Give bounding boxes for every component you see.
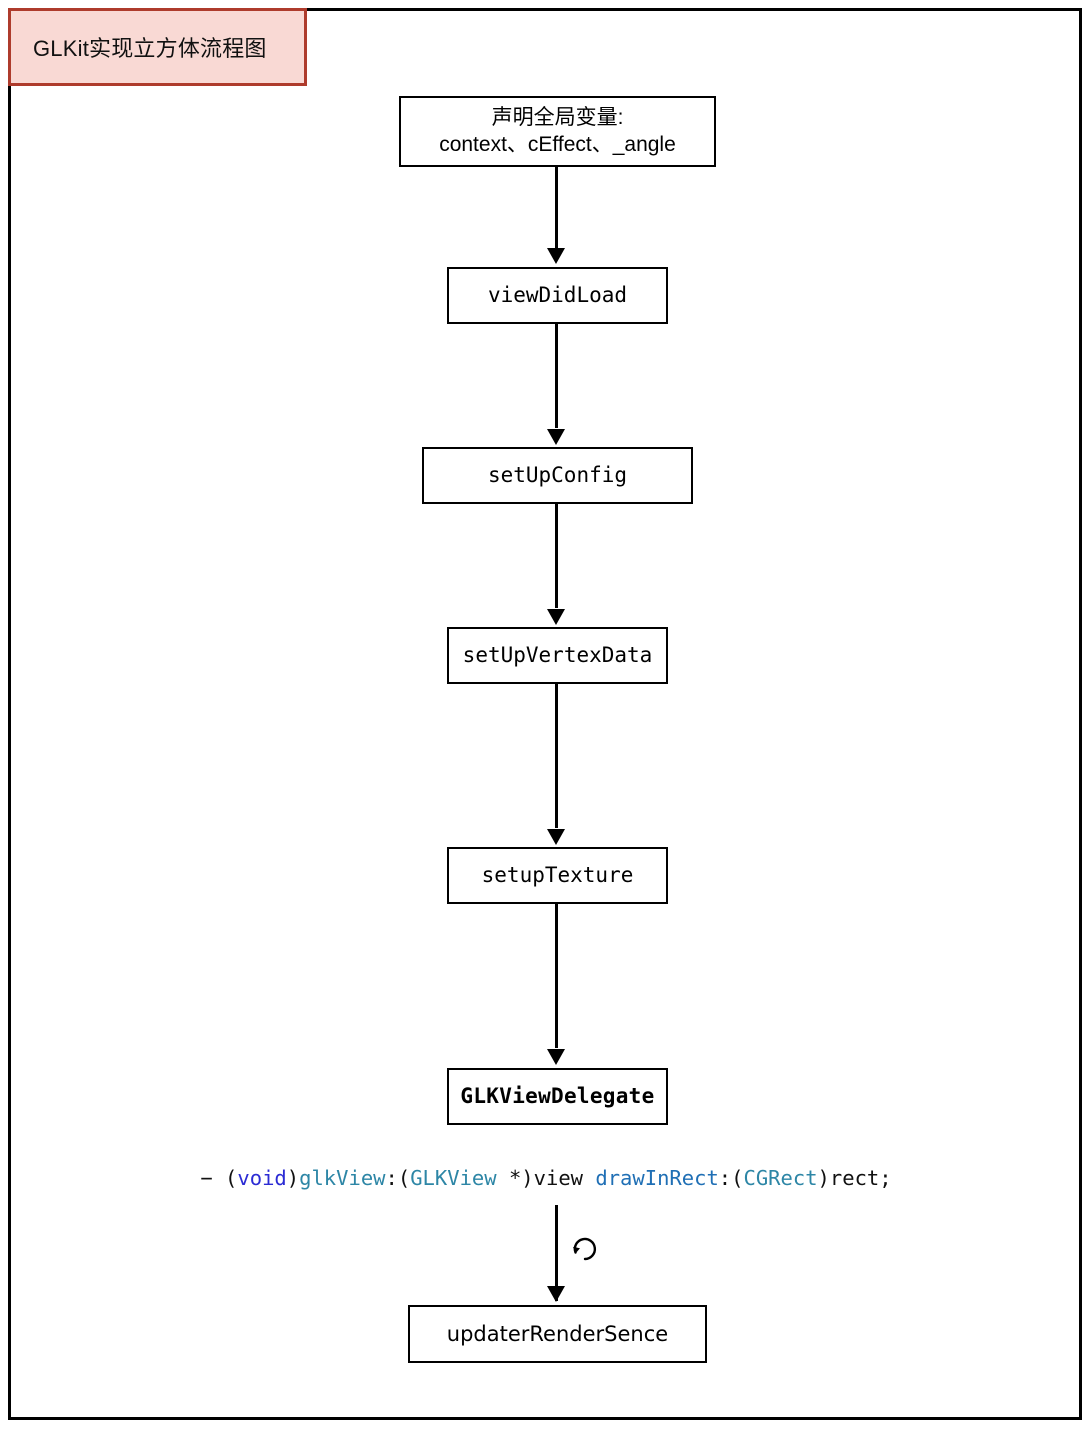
node-set-up-config-label: setUpConfig — [487, 463, 628, 488]
arrowhead-globals-to-viewdidload — [547, 248, 565, 264]
code-param-rect: rect; — [829, 1166, 892, 1190]
node-updater-render-sence-label: updaterRenderSence — [446, 1321, 669, 1346]
code-type-glkview: GLKView — [410, 1166, 497, 1190]
arrowhead-delegate-to-updaterendersence — [547, 1286, 565, 1302]
diagram-title-text: GLKit实现立方体流程图 — [33, 36, 267, 61]
arrowhead-setuptexture-to-glkviewdelegate — [547, 1049, 565, 1065]
connector-delegate-to-updaterendersence — [555, 1205, 558, 1301]
code-keyword-void: void — [237, 1166, 287, 1190]
connector-setupvertexdata-to-setuptexture — [555, 684, 558, 828]
code-open-paren-1: ( — [212, 1166, 238, 1190]
arrowhead-setupconfig-to-setupvertexdata — [547, 609, 565, 625]
node-set-up-vertex-data[interactable]: setUpVertexData — [447, 627, 668, 684]
code-selector-glkview: glkView — [299, 1166, 386, 1190]
node-view-did-load[interactable]: viewDidLoad — [447, 267, 668, 324]
node-updater-render-sence[interactable]: updaterRenderSence — [408, 1305, 707, 1363]
diagram-outer-frame — [8, 8, 1082, 1420]
node-view-did-load-label: viewDidLoad — [487, 283, 628, 308]
node-setup-texture[interactable]: setupTexture — [447, 847, 668, 904]
code-selector-drawinrect: drawInRect — [595, 1166, 719, 1190]
code-param-view: view — [533, 1166, 584, 1190]
node-set-up-vertex-data-label: setUpVertexData — [462, 643, 653, 668]
method-signature-code: − (void)glkView:(GLKView *)view drawInRe… — [0, 1166, 1092, 1190]
code-colon-2: :( — [718, 1166, 744, 1190]
node-globals-line1: 声明全局变量: — [491, 105, 624, 129]
node-setup-texture-label: setupTexture — [481, 863, 634, 888]
node-glkview-delegate[interactable]: GLKViewDelegate — [447, 1068, 668, 1125]
code-close-paren-2: ) — [817, 1166, 830, 1190]
node-glkview-delegate-label: GLKViewDelegate — [460, 1084, 655, 1109]
connector-globals-to-viewdidload — [555, 167, 558, 252]
arrowhead-setupvertexdata-to-setuptexture — [547, 829, 565, 845]
diagram-title-chip: GLKit实现立方体流程图 — [8, 8, 307, 86]
loop-arrow-icon — [573, 1237, 597, 1261]
code-type-cgrect: CGRect — [743, 1166, 818, 1190]
node-globals-line2: context、cEffect、_angle — [439, 132, 676, 156]
node-set-up-config[interactable]: setUpConfig — [422, 447, 693, 504]
code-space — [583, 1166, 595, 1190]
connector-viewdidload-to-setupconfig — [555, 324, 558, 428]
arrowhead-viewdidload-to-setupconfig — [547, 429, 565, 445]
code-close-paren-1: ) — [286, 1166, 300, 1190]
code-dash: − — [200, 1166, 213, 1190]
code-star: *) — [496, 1166, 534, 1190]
node-declare-global-variables[interactable]: 声明全局变量: context、cEffect、_angle — [399, 96, 716, 167]
connector-setuptexture-to-glkviewdelegate — [555, 904, 558, 1048]
connector-setupconfig-to-setupvertexdata — [555, 504, 558, 608]
code-colon-1: :( — [385, 1166, 411, 1190]
